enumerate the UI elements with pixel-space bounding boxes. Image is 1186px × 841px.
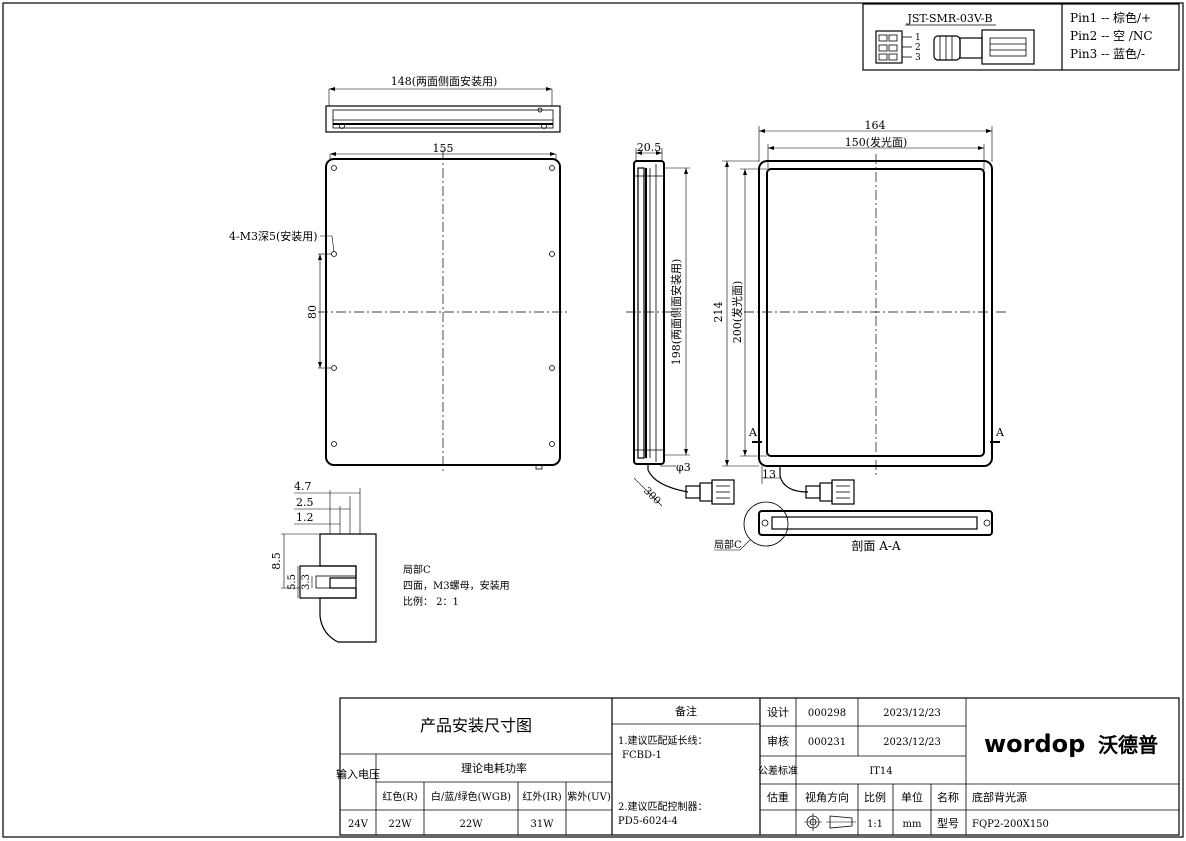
detail-dim-1-2: 1.2 bbox=[296, 511, 314, 524]
unit-value: mm bbox=[903, 819, 922, 830]
name-value: 底部背光源 bbox=[972, 790, 1027, 804]
cable-dia-dim: φ3 bbox=[676, 461, 691, 474]
main-view: 164 150(发光面) 214 200(发光面) A A 13 bbox=[712, 119, 1006, 505]
pin2-label: Pin2 -- 空 /NC bbox=[1070, 29, 1153, 43]
review-no: 000231 bbox=[808, 737, 846, 748]
pin-number-2: 2 bbox=[915, 43, 921, 53]
col-red: 红色(R) bbox=[382, 790, 417, 803]
detail-dim-4-7: 4.7 bbox=[294, 480, 312, 493]
input-voltage-label: 输入电压 bbox=[336, 767, 380, 781]
remark-2: 2.建议匹配控制器： bbox=[618, 800, 708, 813]
connector-model: JST-SMR-03V-B bbox=[906, 12, 992, 25]
review-date: 2023/12/23 bbox=[883, 737, 941, 748]
power-white-value: 22W bbox=[459, 819, 483, 830]
scale-label: 比例 bbox=[864, 790, 886, 804]
detail-ref-label: 局部C bbox=[714, 538, 742, 551]
emit-width-dim: 150(发光面) bbox=[845, 135, 908, 149]
unit-label: 单位 bbox=[901, 790, 923, 804]
connector-box: JST-SMR-03V-B 1 2 3 Pin1 -- 棕色/+ Pin2 --… bbox=[862, 3, 1180, 71]
cable-offset-dim: 13 bbox=[762, 468, 776, 481]
weight-label: 估重 bbox=[767, 790, 789, 804]
scale-value: 1:1 bbox=[867, 819, 883, 830]
outer-width-dim: 164 bbox=[865, 119, 886, 132]
section-aa-label: 剖面 A-A bbox=[851, 539, 901, 553]
col-uv: 紫外(UV) bbox=[567, 791, 611, 803]
top-width-dim: 148(两面侧面安装用) bbox=[391, 74, 498, 88]
view-label: 视角方向 bbox=[805, 790, 849, 804]
remark-1-value: FCBD-1 bbox=[622, 750, 662, 761]
detail-dim-3-3: 3.3 bbox=[301, 574, 312, 590]
detail-c: 4.7 2.5 1.2 8.5 5.5 3.3 局部C 四面，M3螺母，安装用 … bbox=[270, 480, 510, 643]
design-no: 000298 bbox=[808, 708, 846, 719]
remark-2-value: PD5-6024-4 bbox=[618, 816, 678, 827]
section-aa: 局部C 剖面 A-A bbox=[714, 501, 993, 553]
name-label: 名称 bbox=[937, 790, 959, 804]
front-view: 155 80 4-M3深5(安装用) bbox=[229, 142, 568, 472]
col-ir: 红外(IR) bbox=[522, 790, 561, 803]
side-thickness-dim: 20.5 bbox=[637, 141, 662, 154]
hole-spacing-dim: 80 bbox=[306, 305, 319, 319]
detail-dim-5-5: 5.5 bbox=[287, 574, 298, 590]
detail-note-line1: 四面，M3螺母，安装用 bbox=[403, 579, 510, 592]
pin3-label: Pin3 -- 蓝色/- bbox=[1070, 47, 1145, 61]
power-ir-value: 31W bbox=[530, 819, 554, 830]
brand-logo-cn: 沃德普 bbox=[1098, 733, 1158, 757]
power-label: 理论电耗功率 bbox=[461, 761, 527, 775]
pin-number-1: 1 bbox=[915, 33, 921, 43]
voltage-value: 24V bbox=[348, 819, 369, 830]
outer-height-dim: 214 bbox=[712, 302, 725, 323]
side-view: 20.5 198(两面侧面安装用) φ3 300 bbox=[626, 141, 735, 507]
remarks-label: 备注 bbox=[675, 704, 697, 718]
brand-logo: wordop 沃德普 bbox=[984, 730, 1158, 758]
section-mark-right: A bbox=[995, 426, 1005, 439]
detail-note-line2: 比例： 2：1 bbox=[403, 595, 459, 608]
top-view: 148(两面侧面安装用) bbox=[325, 74, 561, 133]
emit-height-dim: 200(发光面) bbox=[730, 281, 744, 344]
projection-symbol-icon bbox=[804, 813, 856, 831]
title-block: 产品安装尺寸图 输入电压 理论电耗功率 红色(R) 白/蓝/绿色(WGB) 红外… bbox=[336, 697, 1180, 836]
tolerance-value: IT14 bbox=[869, 766, 892, 777]
pin1-label: Pin1 -- 棕色/+ bbox=[1070, 10, 1151, 25]
section-mark-left: A bbox=[748, 426, 758, 439]
design-label: 设计 bbox=[767, 706, 789, 719]
model-value: FQP2-200X150 bbox=[972, 819, 1049, 830]
power-red-value: 22W bbox=[388, 819, 412, 830]
pin-number-3: 3 bbox=[915, 53, 921, 63]
col-white: 白/蓝/绿色(WGB) bbox=[431, 790, 511, 803]
remark-1: 1.建议匹配延长线： bbox=[618, 734, 708, 747]
mount-note: 4-M3深5(安装用) bbox=[229, 229, 318, 243]
front-width-dim: 155 bbox=[433, 142, 454, 155]
title-text: 产品安装尺寸图 bbox=[420, 716, 532, 735]
design-date: 2023/12/23 bbox=[883, 708, 941, 719]
model-label: 型号 bbox=[937, 816, 959, 830]
cable-length-dim: 300 bbox=[641, 486, 662, 507]
detail-dim-8-5: 8.5 bbox=[270, 552, 283, 570]
side-length-dim: 198(两面侧面安装用) bbox=[669, 259, 683, 366]
detail-dim-2-5: 2.5 bbox=[296, 496, 314, 509]
brand-logo-text: wordop bbox=[984, 730, 1085, 758]
tolerance-label: 公差标准 bbox=[758, 764, 798, 777]
detail-note-title: 局部C bbox=[403, 563, 431, 576]
review-label: 审核 bbox=[767, 734, 789, 748]
